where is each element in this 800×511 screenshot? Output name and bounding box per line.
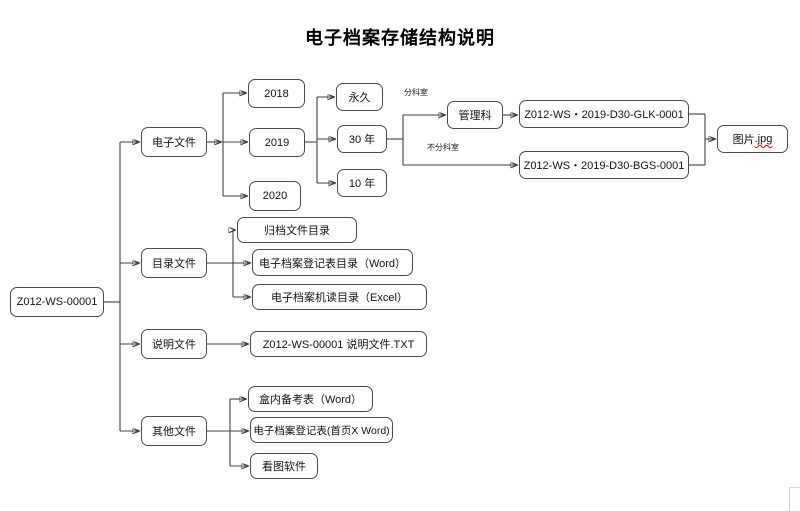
node-year-2018: 2018 (248, 79, 305, 108)
node-machine-catalog-excel: 电子档案机读目录（Excel） (252, 284, 427, 310)
node-retention-permanent: 永久 (336, 83, 383, 111)
node-viewer-software: 看图软件 (250, 453, 318, 479)
page-title: 电子档案存储结构说明 (305, 28, 495, 48)
node-retention-10y: 10 年 (337, 169, 387, 197)
node-folder-glk: Z012-WS・2019-D30-GLK-0001 (519, 100, 689, 128)
node-other-files: 其他文件 (141, 416, 207, 446)
node-archive-catalog: 归档文件目录 (237, 217, 357, 243)
label-no-dept-branch: 不分科室 (427, 143, 459, 152)
node-image-file: 图片.jpg (717, 125, 788, 153)
node-year-2019: 2019 (249, 128, 305, 157)
node-year-2020: 2020 (249, 181, 301, 211)
node-electronic-files: 电子文件 (141, 127, 207, 157)
image-file-extension: .jpg (754, 133, 773, 145)
image-file-basename: 图片 (732, 134, 755, 146)
label-dept-branch: 分科室 (404, 88, 428, 97)
node-register-catalog-word: 电子档案登记表目录（Word） (252, 249, 413, 276)
node-folder-bgs: Z012-WS・2019-D30-BGS-0001 (519, 151, 689, 179)
node-admin-office: 管理科 (447, 101, 503, 129)
scrollbar-corner (789, 487, 800, 511)
node-catalog-files: 目录文件 (141, 248, 207, 278)
node-root: Z012-WS-00001 (10, 287, 104, 317)
node-readme-files: 说明文件 (141, 329, 207, 359)
node-retention-30y: 30 年 (337, 125, 387, 153)
node-readme-txt: Z012-WS-00001 说明文件.TXT (250, 331, 427, 357)
node-register-first-page: 电子档案登记表(首页X Word) (250, 417, 393, 443)
node-box-note-word: 盒内备考表（Word） (248, 386, 373, 412)
